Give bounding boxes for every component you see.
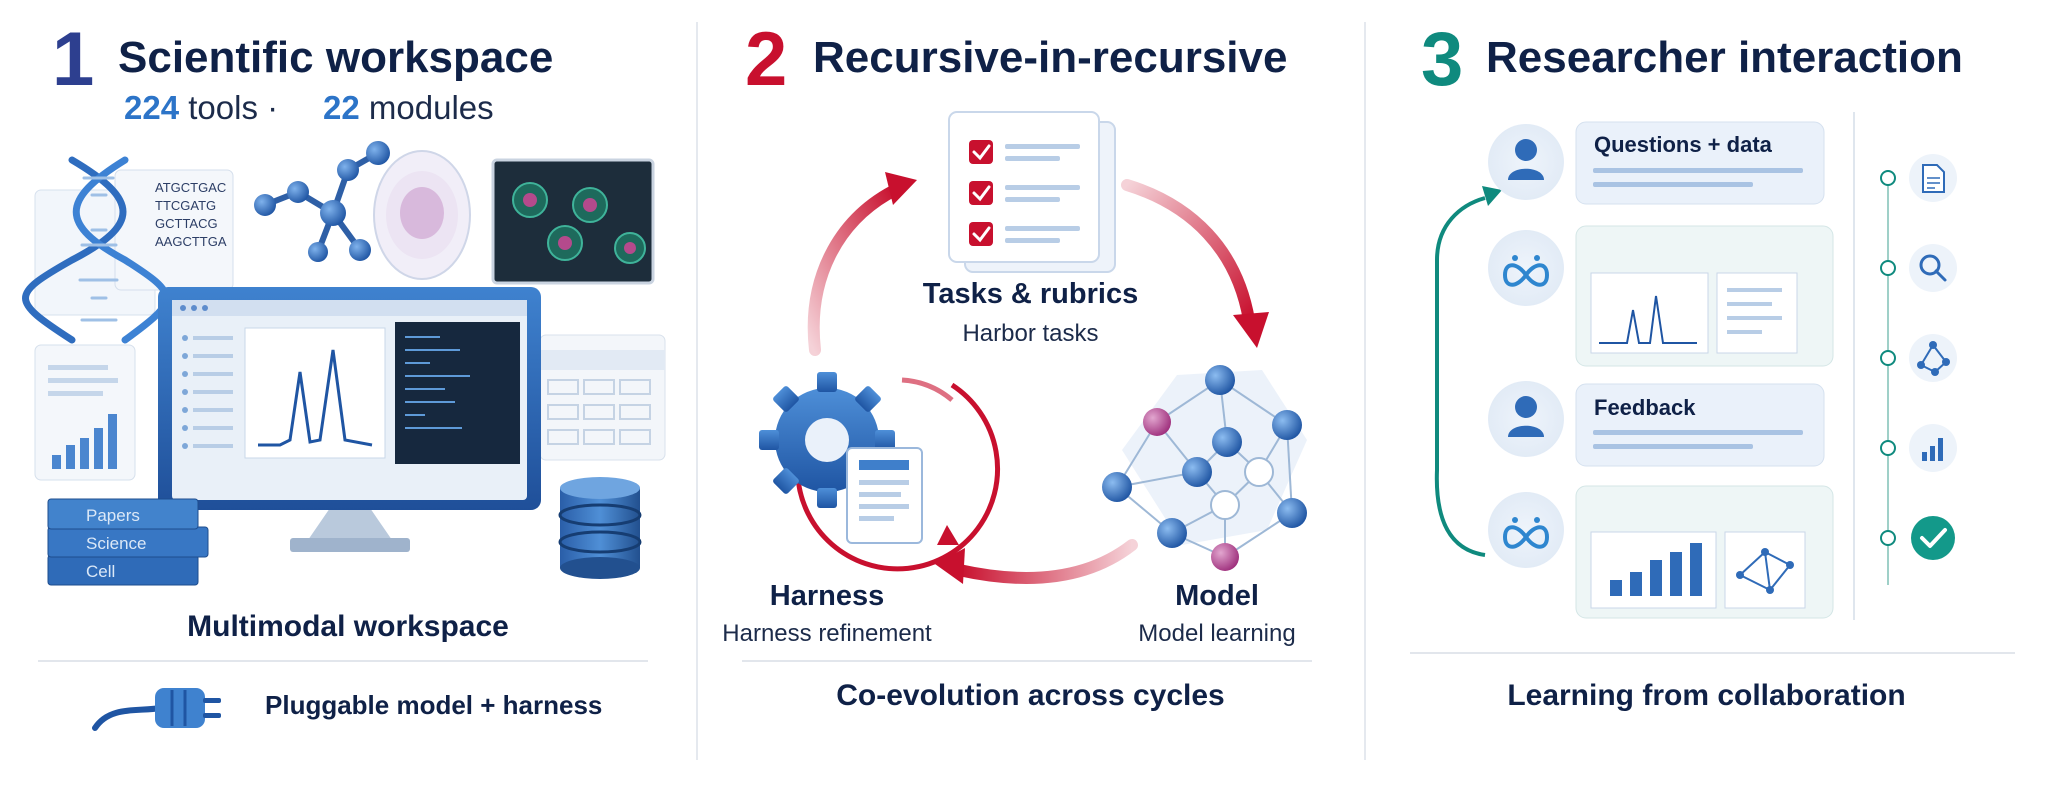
gear-icon (759, 372, 1001, 572)
tasks-title: Tasks & rubrics (922, 278, 1139, 310)
model-subtitle: Model learning (1138, 620, 1296, 647)
checklist-icon (948, 111, 1116, 273)
panel-title: Scientific workspace (118, 33, 554, 82)
panel-divider (696, 22, 698, 760)
neural-network-icon (1102, 365, 1307, 571)
panel-number: 3 (1421, 17, 1464, 102)
model-title: Model (1175, 580, 1259, 612)
search-icon (1909, 244, 1957, 292)
microscopy-image (491, 158, 655, 285)
conversation-illustration (1434, 112, 1957, 620)
dna-line: ATGCTGAC (155, 180, 226, 195)
tools-stat: 224 tools · (124, 88, 278, 128)
panel-title: Researcher interaction (1486, 33, 1963, 82)
dna-line: AAGCTTGA (155, 234, 227, 249)
panel-caption: Learning from collaboration (1507, 679, 1906, 712)
molecule-icon (254, 141, 390, 262)
panel-recursive: 2 Recursive-in-recursive (697, 0, 1364, 790)
panel-caption: Multimodal workspace (187, 610, 509, 643)
dna-line: TTCGATG (155, 198, 216, 213)
journal-books: Papers Science Cell (47, 498, 209, 586)
tools-label: tools · (188, 89, 279, 126)
infinity-agent-icon (1488, 230, 1564, 306)
bar-chart-thumbnail (1590, 531, 1717, 609)
modules-stat: 22 modules (323, 88, 494, 128)
panel-researcher-interaction: 3 Researcher interaction (1365, 0, 2048, 790)
cell-icon (373, 150, 471, 280)
feedback-loop-arrow (1434, 186, 1502, 557)
cycle-arrow (935, 539, 1138, 584)
cycle-illustration (759, 111, 1307, 584)
graph-thumbnail (1724, 531, 1806, 609)
workspace-illustration: ATGCTGAC TTCGATG GCTTACG AAGCTTGA (22, 141, 666, 731)
tasks-subtitle: Harbor tasks (962, 320, 1099, 347)
tools-count: 224 (124, 89, 180, 126)
panel-number: 2 (745, 17, 788, 102)
panel-title: Recursive-in-recursive (813, 33, 1288, 82)
spectrum-chart-thumbnail (1590, 272, 1709, 354)
user-avatar-icon (1488, 124, 1564, 200)
check-icon (1911, 516, 1955, 560)
database-icon (558, 477, 642, 579)
book-label: Papers (86, 506, 140, 525)
harness-title: Harness (769, 580, 885, 612)
panel-number: 1 (52, 17, 95, 102)
divider (38, 660, 648, 662)
message-text: Feedback (1594, 395, 1696, 420)
panel-divider (1364, 22, 1366, 760)
book-label: Science (86, 534, 146, 553)
modules-count: 22 (323, 89, 360, 126)
computer-monitor (158, 287, 541, 552)
book-label: Cell (86, 562, 115, 581)
text-block-thumbnail (1716, 272, 1798, 354)
cycle-arrow (807, 172, 917, 356)
divider (742, 660, 1312, 662)
dna-line: GCTTACG (155, 216, 218, 231)
user-avatar-icon (1488, 381, 1564, 457)
bar-chart-icon (1909, 424, 1957, 472)
plug-icon (92, 688, 221, 731)
document-icon (1909, 154, 1957, 202)
infinity-agent-icon (1488, 492, 1564, 568)
message-text: Questions + data (1594, 132, 1772, 157)
harness-subtitle: Harness refinement (722, 620, 932, 647)
timeline-dots (1880, 170, 1896, 546)
footer-text: Pluggable model + harness (265, 690, 603, 720)
divider (1410, 652, 2015, 654)
dna-sequence-card: ATGCTGAC TTCGATG GCTTACG AAGCTTGA (114, 169, 234, 291)
modules-label: modules (368, 89, 494, 126)
network-icon (1909, 334, 1957, 382)
report-document (34, 344, 136, 481)
cycle-arrow (1121, 179, 1269, 348)
panel-caption: Co-evolution across cycles (836, 679, 1225, 712)
panel-scientific-workspace: 1 Scientific workspace 224 tools · 22 mo… (0, 0, 696, 790)
document-icon (846, 447, 923, 544)
spreadsheet-panel (539, 334, 666, 461)
